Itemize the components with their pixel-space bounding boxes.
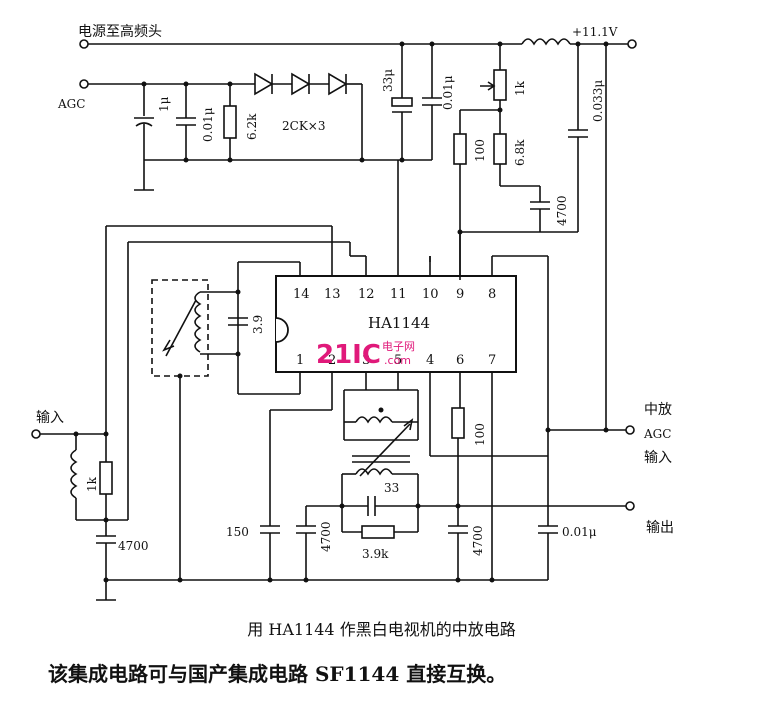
- pin-8: 8: [488, 287, 496, 302]
- pin-10: 10: [422, 287, 439, 302]
- c-39-label: 3.9: [251, 315, 265, 334]
- ic-name: HA1144: [368, 314, 430, 332]
- c-0033-label: 0.033μ: [591, 80, 605, 122]
- c-001-out-label: 0.01μ: [562, 525, 597, 539]
- c-4700-right-label: 4700: [471, 525, 485, 556]
- c-001-top-label: 0.01μ: [441, 75, 455, 110]
- pin-7: 7: [488, 353, 496, 368]
- output-transformer: [296, 389, 635, 580]
- c-4700-top-label: 4700: [555, 195, 569, 226]
- c-33-label: 33: [384, 481, 399, 495]
- r-100-mid-label: 100: [473, 423, 487, 446]
- c-150-label: 150: [226, 525, 249, 539]
- pin-3: 3: [362, 353, 370, 368]
- watermark-domain: .com: [384, 354, 411, 367]
- c-1u-label: 1μ: [157, 96, 171, 112]
- c-001-left-label: 0.01μ: [201, 107, 215, 142]
- c-33u-label: 33μ: [381, 69, 395, 92]
- c-4700-mid-label: 4700: [319, 521, 333, 552]
- circuit-schematic: 电源至高频头 +11.1V AGC 1μ 0.01μ 6.2k 2CK×3: [31, 23, 674, 601]
- description-text: 该集成电路可与国产集成电路 SF1144 直接互换。: [48, 662, 507, 686]
- r-100-top-label: 100: [473, 139, 487, 162]
- pin-4: 4: [426, 353, 434, 368]
- input-label: 输入: [36, 410, 64, 426]
- agc-line: [79, 72, 432, 191]
- watermark-brand: 21IC: [316, 340, 381, 370]
- c-4700-input-label: 4700: [118, 539, 149, 553]
- pin-1: 1: [296, 353, 304, 368]
- pin-14: 14: [293, 287, 310, 302]
- agc-label: AGC: [57, 97, 85, 111]
- pin-11: 11: [390, 287, 407, 302]
- r-1k-top-label: 1k: [513, 80, 527, 96]
- input-tuned-circuit: [151, 261, 301, 580]
- decoupling-network: [391, 44, 607, 430]
- ground-rail: [103, 577, 548, 583]
- supply-voltage-label: +11.1V: [572, 25, 618, 39]
- pin-6: 6: [456, 353, 464, 368]
- if-agc-label-3: 输入: [644, 450, 672, 466]
- watermark-cn: 电子网: [382, 340, 415, 353]
- r-39k-label: 3.9k: [362, 547, 389, 561]
- if-agc-label-1: 中放: [644, 402, 672, 418]
- r-62k-label: 6.2k: [245, 113, 259, 140]
- pin-12: 12: [358, 287, 375, 302]
- pin-9: 9: [456, 287, 464, 302]
- power-to-tuner-label: 电源至高频头: [78, 23, 162, 40]
- diodes-label: 2CK×3: [282, 119, 325, 133]
- pin-13: 13: [324, 287, 341, 302]
- pin-5: 5: [394, 353, 402, 368]
- pin2-network: [260, 409, 332, 580]
- r-1k-input-label: 1k: [85, 476, 99, 492]
- input-circuit: [31, 429, 128, 601]
- ic-hA1144: [275, 160, 517, 580]
- output-label: 输出: [646, 520, 674, 536]
- pin-2: 2: [328, 353, 336, 368]
- feedback-wires: [105, 225, 549, 520]
- pin6-network: [448, 407, 468, 580]
- r-68k-label: 6.8k: [513, 139, 527, 166]
- supply-rail: [79, 38, 637, 49]
- if-agc-input: [538, 425, 635, 580]
- figure-caption: 用 HA1144 作黑白电视机的中放电路: [247, 620, 516, 639]
- if-agc-label-2: AGC: [643, 427, 671, 441]
